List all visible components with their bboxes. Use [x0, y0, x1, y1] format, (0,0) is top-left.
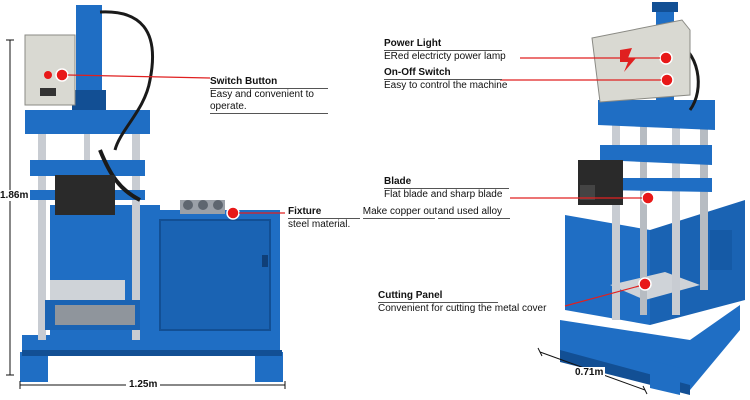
callout-fixture-line-1: Make copper out	[362, 206, 438, 219]
width-dimension-label: 1.25m	[126, 379, 161, 390]
callout-switch-button-line-2: operate.	[210, 101, 328, 114]
blade-dot	[641, 191, 655, 205]
cutting-panel-dot	[638, 277, 652, 291]
callout-power-light-title: Power Light	[384, 38, 502, 51]
callout-switch-button-line-1: Easy and convenient to	[210, 89, 314, 100]
right-control-box	[591, 19, 691, 103]
on-off-switch-dot	[660, 73, 674, 87]
callout-on-off-switch: On-Off Switch Easy to control the machin…	[384, 67, 507, 92]
callout-power-light-line-1: ERed electricty power lamp	[384, 51, 506, 62]
cutting-panel-leader	[564, 285, 640, 307]
depth-dimension-label: 0.71m	[573, 367, 606, 378]
callout-blade-title: Blade	[384, 176, 509, 189]
callout-cutting-panel-line-1: Convenient for cutting the metal cover	[378, 303, 547, 314]
switch-button-leader	[67, 74, 211, 79]
callout-fixture: Fixture Make copper out and used alloy s…	[288, 206, 510, 231]
callout-on-off-switch-line-1: Easy to control the machine	[384, 80, 508, 91]
callout-fixture-line-3: steel material.	[288, 219, 351, 230]
switch-button-dot	[55, 68, 69, 82]
callout-switch-button: Switch Button Easy and convenient to ope…	[210, 76, 328, 114]
callout-cutting-panel: Cutting Panel Convenient for cutting the…	[378, 290, 546, 315]
callout-power-light: Power Light ERed electricty power lamp	[384, 38, 506, 63]
left-machine-front-view	[20, 5, 283, 382]
callout-on-off-switch-title: On-Off Switch	[384, 67, 502, 80]
callout-cutting-panel-title: Cutting Panel	[378, 290, 498, 303]
callout-blade: Blade Flat blade and sharp blade	[384, 176, 509, 201]
callout-fixture-line-2: and used alloy	[437, 206, 510, 219]
right-machine-angled-view	[560, 2, 745, 395]
height-dimension-label: 1.86m	[0, 190, 29, 201]
power-light-dot	[659, 51, 673, 65]
callout-fixture-title: Fixture	[288, 206, 360, 219]
callout-blade-line-1: Flat blade and sharp blade	[384, 189, 503, 200]
fixture-dot	[226, 206, 240, 220]
callout-switch-button-title: Switch Button	[210, 76, 328, 89]
